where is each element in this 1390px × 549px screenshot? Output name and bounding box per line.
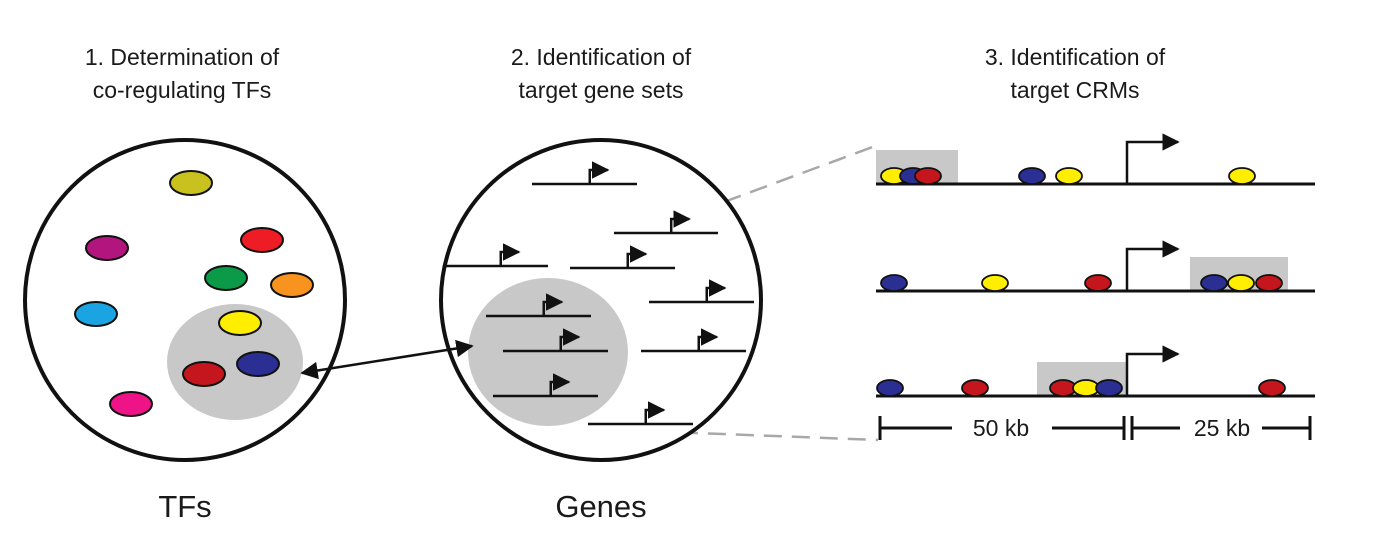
- gene: [532, 161, 637, 186]
- gene: [614, 210, 718, 235]
- scale-bar: [878, 416, 1312, 440]
- tf-ellipse: [109, 391, 153, 417]
- tf-binding-site: [1258, 379, 1286, 397]
- crm-track: [876, 345, 1315, 398]
- tf-ellipse: [240, 227, 284, 253]
- tf-binding-site: [876, 379, 904, 397]
- co-regulating-tf-highlight: [167, 304, 303, 420]
- tss-arrow-icon: [559, 328, 581, 351]
- crm-track: [876, 133, 1315, 186]
- tss-arrow-icon: [705, 279, 727, 302]
- tf-ellipse: [169, 170, 213, 196]
- panel-3-title-line-2: target CRMs: [1010, 77, 1139, 103]
- tss-arrow-icon: [542, 293, 564, 316]
- tss-arrow-icon: [1125, 345, 1180, 396]
- scale-label-upstream: 50 kb: [973, 415, 1029, 441]
- panel-1-title-line-1: 1. Determination of: [85, 44, 280, 70]
- tf-ellipse: [218, 310, 262, 336]
- panel-3-title-line-1: 3. Identification of: [985, 44, 1166, 70]
- panel-3-title: 3. Identification of target CRMs: [985, 44, 1166, 103]
- tss-arrow-icon: [1125, 240, 1180, 291]
- tss-arrow-icon: [626, 245, 648, 268]
- tf-binding-site: [1055, 167, 1083, 185]
- gene: [443, 243, 548, 268]
- tss-arrow-icon: [1125, 133, 1180, 184]
- gene: [503, 328, 608, 353]
- tf-ellipse: [236, 351, 280, 377]
- tf-ellipse: [85, 235, 129, 261]
- tf-binding-site: [1227, 274, 1255, 292]
- gene: [588, 401, 693, 426]
- tss-arrow-icon: [549, 373, 571, 396]
- tf-ellipse: [74, 301, 118, 327]
- panel-1-title-line-2: co-regulating TFs: [93, 77, 272, 103]
- tss-arrow-icon: [697, 328, 719, 351]
- tss-arrow-icon: [644, 401, 666, 424]
- scale-label-downstream: 25 kb: [1194, 415, 1250, 441]
- tf-binding-site: [1255, 274, 1283, 292]
- tf-binding-site: [1228, 167, 1256, 185]
- panel-1-title: 1. Determination of co-regulating TFs: [85, 44, 280, 103]
- tf-binding-site: [1018, 167, 1046, 185]
- tf-binding-site: [1095, 379, 1123, 397]
- gene: [493, 373, 598, 398]
- tf-binding-site: [914, 167, 942, 185]
- crm-tracks: [876, 133, 1315, 398]
- gene: [486, 293, 591, 318]
- crm-track: [876, 240, 1315, 293]
- gene-pool: [439, 138, 763, 462]
- gene: [570, 245, 675, 270]
- tf-ellipse: [270, 272, 314, 298]
- tf-binding-site: [1084, 274, 1112, 292]
- tss-arrow-icon: [669, 210, 691, 233]
- tss-arrow-icon: [588, 161, 610, 184]
- tf-pool: [23, 138, 347, 462]
- tf-ellipse: [204, 265, 248, 291]
- tf-binding-site: [880, 274, 908, 292]
- genes-caption: Genes: [555, 489, 646, 524]
- tf-binding-site: [961, 379, 989, 397]
- gene: [649, 279, 754, 304]
- tss-arrow-icon: [499, 243, 521, 266]
- panel-2-title-line-2: target gene sets: [519, 77, 684, 103]
- gene-list: [443, 161, 754, 426]
- gene: [641, 328, 746, 353]
- panel-2-title-line-1: 2. Identification of: [511, 44, 692, 70]
- panel-2-title: 2. Identification of target gene sets: [511, 44, 692, 103]
- tf-binding-site: [1200, 274, 1228, 292]
- tf-ellipse: [182, 361, 226, 387]
- tf-gene-link-arrow: [300, 339, 474, 380]
- tf-binding-site: [981, 274, 1009, 292]
- tfs-caption: TFs: [158, 489, 211, 524]
